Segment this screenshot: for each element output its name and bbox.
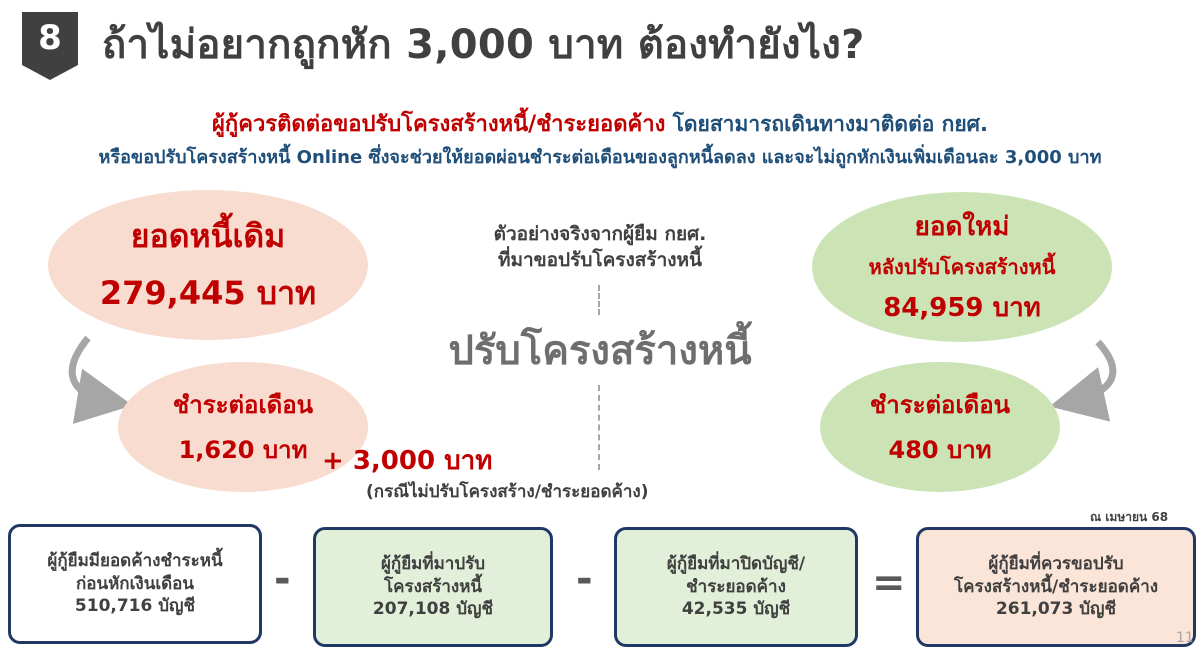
box2-line1: ผู้กู้ยืมที่มาปรับ	[380, 553, 486, 574]
new-debt-ellipse: ยอดใหม่ หลังปรับโครงสร้างหนี้ 84,959 บาท	[812, 192, 1112, 342]
divider-bottom	[598, 385, 600, 470]
restructure-heading: ปรับโครงสร้างหนี้	[448, 328, 752, 374]
new-monthly-ellipse: ชำระต่อเดือน 480 บาท	[820, 362, 1060, 492]
intro-line-2: หรือขอปรับโครงสร้างหนี้ Online ซึ่งจะช่ว…	[98, 147, 1102, 168]
section-number-badge: 8	[22, 12, 78, 80]
example-line-2: ที่มาขอปรับโครงสร้างหนี้	[497, 248, 703, 271]
box4-line1: ผู้กู้ยืมที่ควรขอปรับ	[988, 553, 1124, 574]
minus-operator-2: -	[576, 556, 593, 602]
left-curved-arrow	[68, 335, 133, 424]
as-of-date: ณ เมษายน 68	[1090, 510, 1169, 524]
original-debt-value: 279,445 บาท	[99, 274, 317, 312]
new-debt-label: ยอดใหม่	[914, 212, 1010, 242]
page-title: ถ้าไม่อยากถูกหัก 3,000 บาท ต้องทำยังไง?	[102, 22, 865, 68]
section-number: 8	[38, 18, 62, 58]
no-restructure-note: (กรณีไม่ปรับโครงสร้าง/ชำระยอดค้าง)	[366, 482, 649, 502]
new-monthly-label: ชำระต่อเดือน	[869, 391, 1011, 419]
box4-line2: โครงสร้างหนี้/ชำระยอดค้าง	[953, 576, 1159, 597]
intro-line-1-rest: โดยสามารถเดินทางมาติดต่อ กยศ.	[665, 112, 988, 136]
divider-top	[598, 285, 600, 315]
original-debt-ellipse: ยอดหนี้เดิม 279,445 บาท	[48, 190, 368, 340]
box2-value: 207,108 บัญชี	[372, 599, 494, 620]
box4-value: 261,073 บัญชี	[995, 599, 1117, 620]
original-monthly-label: ชำระต่อเดือน	[172, 391, 314, 419]
closed-account-borrowers-box: ผู้กู้ยืมที่มาปิดบัญชี/ ชำระยอดค้าง 42,5…	[614, 527, 858, 647]
box3-value: 42,535 บัญชี	[681, 599, 791, 620]
box1-line1: ผู้กู้ยืมมียอดค้างชำระหนี้	[47, 550, 223, 571]
box1-line2: ก่อนหักเงินเดือน	[75, 573, 195, 594]
intro-line-1: ผู้กู้ควรติดต่อขอปรับโครงสร้างหนี้/ชำระย…	[0, 106, 1200, 141]
equals-operator: =	[872, 560, 906, 606]
box2-line2: โครงสร้างหนี้	[383, 576, 483, 597]
right-curved-arrow	[1049, 339, 1117, 422]
overdue-borrowers-box: ผู้กู้ยืมมียอดค้างชำระหนี้ ก่อนหักเงินเด…	[8, 524, 262, 644]
extra-deduction: + 3,000 บาท	[322, 446, 493, 476]
box3-line1: ผู้กู้ยืมที่มาปิดบัญชี/	[666, 553, 806, 574]
page-number: 11	[1176, 630, 1194, 646]
original-debt-label: ยอดหนี้เดิม	[130, 217, 286, 255]
original-monthly-value: 1,620 บาท	[178, 436, 308, 464]
original-monthly-ellipse: ชำระต่อเดือน 1,620 บาท	[118, 362, 368, 492]
minus-operator-1: -	[274, 556, 291, 602]
should-restructure-borrowers-box: ผู้กู้ยืมที่ควรขอปรับ โครงสร้างหนี้/ชำระ…	[916, 527, 1196, 647]
box3-line2: ชำระยอดค้าง	[686, 576, 786, 597]
example-line-1: ตัวอย่างจริงจากผู้ยืม กยศ.	[493, 223, 707, 245]
box1-value: 510,716 บัญชี	[74, 596, 196, 617]
intro-highlight: ผู้กู้ควรติดต่อขอปรับโครงสร้างหนี้/ชำระย…	[212, 112, 666, 137]
restructured-borrowers-box: ผู้กู้ยืมที่มาปรับ โครงสร้างหนี้ 207,108…	[313, 527, 553, 647]
new-monthly-value: 480 บาท	[888, 436, 992, 464]
new-debt-value: 84,959 บาท	[883, 293, 1041, 323]
new-debt-sublabel: หลังปรับโครงสร้างหนี้	[868, 255, 1056, 279]
real-example-caption: ตัวอย่างจริงจากผู้ยืม กยศ. ที่มาขอปรับโค…	[420, 222, 780, 273]
